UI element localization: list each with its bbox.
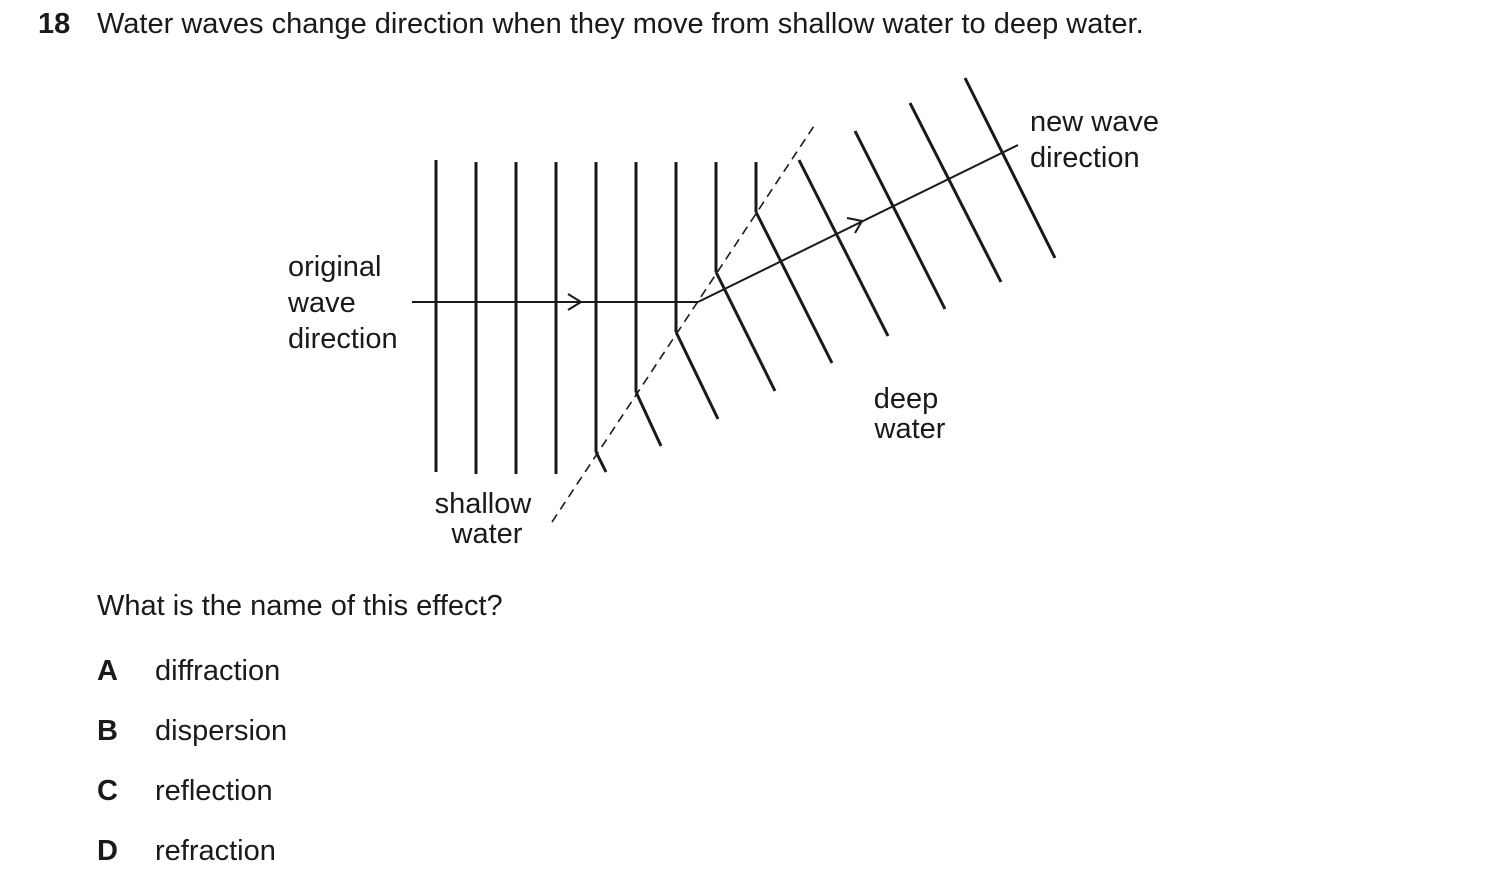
new-direction-arrow-icon: [846, 217, 864, 234]
new-direction-ray: [697, 144, 1019, 303]
question-number: 18: [38, 8, 71, 40]
option-letter: A: [97, 655, 118, 687]
deep-wavefront: [674, 331, 720, 420]
original-direction-label: original wave direction: [287, 251, 398, 355]
original-direction-arrow-icon: [567, 293, 583, 311]
deep-wavefront: [908, 102, 1003, 283]
shallow-water-label: shallow water: [435, 488, 540, 550]
option-d[interactable]: D refraction: [97, 835, 287, 895]
new-direction-label: new wave direction: [1030, 106, 1167, 174]
deep-wavefront: [797, 159, 890, 337]
option-text: diffraction: [155, 655, 281, 687]
deep-water-label: deep water: [874, 383, 947, 445]
question-text: Water waves change direction when they m…: [97, 8, 1144, 40]
option-text: dispersion: [155, 715, 288, 747]
option-letter: B: [97, 715, 118, 747]
deep-wavefronts: [594, 77, 1057, 473]
answer-options: A diffraction B dispersion C reflection …: [97, 655, 287, 895]
option-text: refraction: [155, 835, 276, 867]
deep-wavefront: [714, 271, 777, 392]
deep-wavefront: [634, 391, 663, 447]
question-prompt: What is the name of this effect?: [97, 590, 503, 622]
water-boundary-line: [551, 125, 815, 523]
option-letter: D: [97, 835, 118, 867]
deep-wavefront: [754, 211, 834, 364]
deep-wavefront: [963, 77, 1057, 259]
option-letter: C: [97, 775, 118, 807]
option-b[interactable]: B dispersion: [97, 715, 287, 775]
option-a[interactable]: A diffraction: [97, 655, 287, 715]
option-c[interactable]: C reflection: [97, 775, 287, 835]
deep-wavefront: [853, 130, 947, 310]
deep-wavefront: [594, 451, 608, 473]
shallow-wavefronts: [434, 160, 758, 474]
option-text: reflection: [155, 775, 273, 807]
